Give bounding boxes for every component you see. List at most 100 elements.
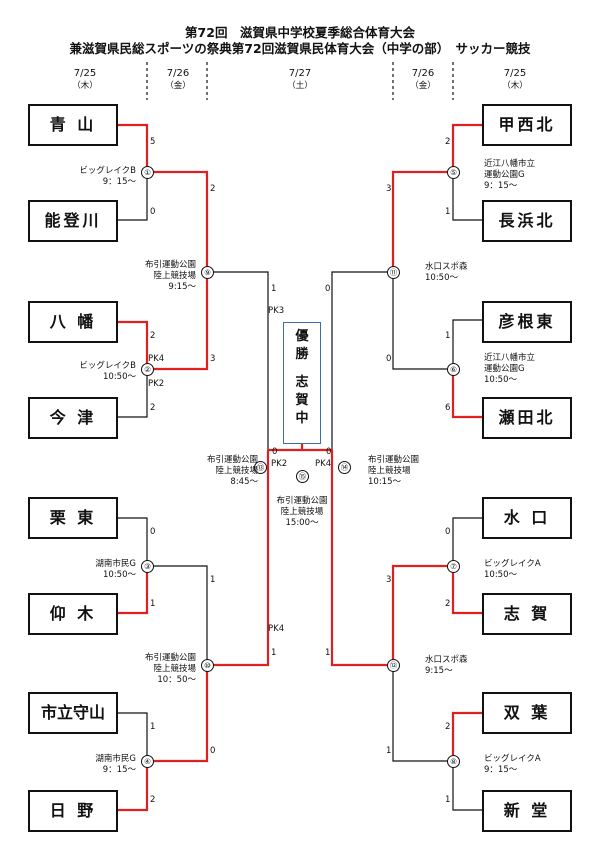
line-moriyama bbox=[118, 712, 148, 761]
team-shindo[interactable]: 新 堂 bbox=[482, 790, 572, 832]
score-hikone: 1 bbox=[445, 331, 451, 341]
match-4-marker: ④ bbox=[141, 755, 154, 768]
date-day1-right: 7/25（木） bbox=[502, 68, 528, 91]
score-setakita: 6 bbox=[445, 403, 451, 413]
champion-name-1: 志 bbox=[295, 375, 309, 390]
score-ogi: 1 bbox=[150, 599, 156, 609]
team-moriyama[interactable]: 市立守山 bbox=[28, 692, 118, 734]
champion-box: 優 勝 志 賀 中 bbox=[283, 322, 321, 444]
team-aoyama[interactable]: 青 山 bbox=[28, 104, 118, 146]
score-m14-bot: 1 bbox=[325, 648, 331, 658]
score-aoyama: 5 bbox=[150, 137, 156, 147]
line-m6 bbox=[392, 272, 453, 370]
line-nagahama bbox=[452, 172, 482, 221]
team-minakuchi[interactable]: 水 口 bbox=[482, 497, 572, 539]
score-m13-bot: 1 bbox=[271, 648, 277, 658]
team-kosaikita[interactable]: 甲西北 bbox=[482, 104, 572, 146]
score-m9-bot: 3 bbox=[210, 354, 216, 364]
score-minakuchi: 0 bbox=[445, 527, 451, 537]
score-final-right-pk: PK4 bbox=[315, 459, 332, 469]
line-m11-to-m14 bbox=[331, 271, 393, 450]
score-pk4-m13: PK4 bbox=[268, 624, 285, 634]
score-final-right: 0 bbox=[326, 447, 332, 457]
match-11-marker: ⑪ bbox=[387, 266, 400, 279]
match-6-marker: ⑥ bbox=[447, 363, 460, 376]
date-day2-right: 7/26（金） bbox=[410, 68, 436, 91]
team-imazu[interactable]: 今 津 bbox=[28, 397, 118, 439]
match-7-marker: ⑦ bbox=[447, 560, 460, 573]
team-shiga[interactable]: 志 賀 bbox=[482, 593, 572, 635]
date-day3: 7/27（土） bbox=[287, 68, 313, 91]
win-line-m12 bbox=[330, 450, 393, 667]
line-shindo bbox=[452, 761, 482, 811]
score-m9-top: 2 bbox=[210, 184, 216, 194]
line-m8 bbox=[392, 665, 453, 762]
line-minakuchi bbox=[452, 517, 482, 566]
score-shindo: 1 bbox=[445, 795, 451, 805]
win-line-aoyama bbox=[118, 123, 149, 172]
team-hikone[interactable]: 彦根東 bbox=[482, 301, 572, 343]
score-pk3: PK3 bbox=[268, 306, 285, 316]
score-shiga: 2 bbox=[445, 599, 451, 609]
score-m10-top: 1 bbox=[210, 575, 216, 585]
win-line-setakita bbox=[451, 369, 482, 419]
line-imazu bbox=[118, 369, 148, 418]
champion-name-2: 賀 bbox=[295, 393, 309, 408]
win-line-m10 bbox=[207, 450, 270, 667]
win-line-m5 bbox=[391, 170, 453, 272]
match-8-marker: ⑧ bbox=[447, 755, 460, 768]
win-line-shiga bbox=[451, 566, 482, 615]
line-hikone bbox=[452, 319, 482, 369]
line-m9-to-m13 bbox=[207, 271, 269, 450]
score-nagahama: 1 bbox=[445, 207, 451, 217]
champion-name-3: 中 bbox=[295, 411, 309, 426]
score-moriyama: 1 bbox=[150, 722, 156, 732]
score-pk-imazu: PK2 bbox=[148, 379, 165, 389]
match-10-marker: ⑩ bbox=[201, 659, 214, 672]
match-2-marker: ② bbox=[141, 363, 154, 376]
win-line-m1 bbox=[147, 170, 209, 272]
win-line-kosaikita bbox=[451, 123, 482, 172]
win-line-m4 bbox=[147, 665, 209, 763]
match-12-marker: ⑫ bbox=[387, 659, 400, 672]
score-soyo: 2 bbox=[445, 722, 451, 732]
team-hino[interactable]: 日 野 bbox=[28, 790, 118, 832]
score-m14-top: 0 bbox=[325, 284, 331, 294]
match-3-marker: ③ bbox=[141, 560, 154, 573]
win-line-hino bbox=[118, 761, 149, 812]
team-ogi[interactable]: 仰 木 bbox=[28, 593, 118, 635]
team-hachiman[interactable]: 八 幡 bbox=[28, 301, 118, 343]
win-line-m7 bbox=[391, 564, 453, 665]
score-final-left-pk: PK2 bbox=[271, 459, 288, 469]
score-m12-bot: 1 bbox=[386, 746, 392, 756]
team-setakita[interactable]: 瀬田北 bbox=[482, 397, 572, 439]
win-line-soyo bbox=[451, 711, 482, 761]
score-m10-bot: 0 bbox=[210, 746, 216, 756]
match-1-marker: ① bbox=[141, 166, 154, 179]
line-notogawa bbox=[118, 172, 148, 221]
team-notogawa[interactable]: 能登川 bbox=[28, 200, 118, 242]
team-kurito[interactable]: 栗 東 bbox=[28, 497, 118, 539]
score-kurito: 0 bbox=[150, 527, 156, 537]
score-notogawa: 0 bbox=[150, 207, 156, 217]
match-13-marker: ⑬ bbox=[254, 461, 267, 474]
win-line-hachiman bbox=[118, 320, 149, 369]
team-nagahama[interactable]: 長浜北 bbox=[482, 200, 572, 242]
score-pk-hachiman: PK4 bbox=[148, 354, 165, 364]
match-15-marker: ⑮ bbox=[296, 470, 309, 483]
champion-label-1: 優 bbox=[295, 329, 309, 344]
win-line-ogi bbox=[118, 566, 149, 615]
team-soyo[interactable]: 双 葉 bbox=[482, 692, 572, 734]
